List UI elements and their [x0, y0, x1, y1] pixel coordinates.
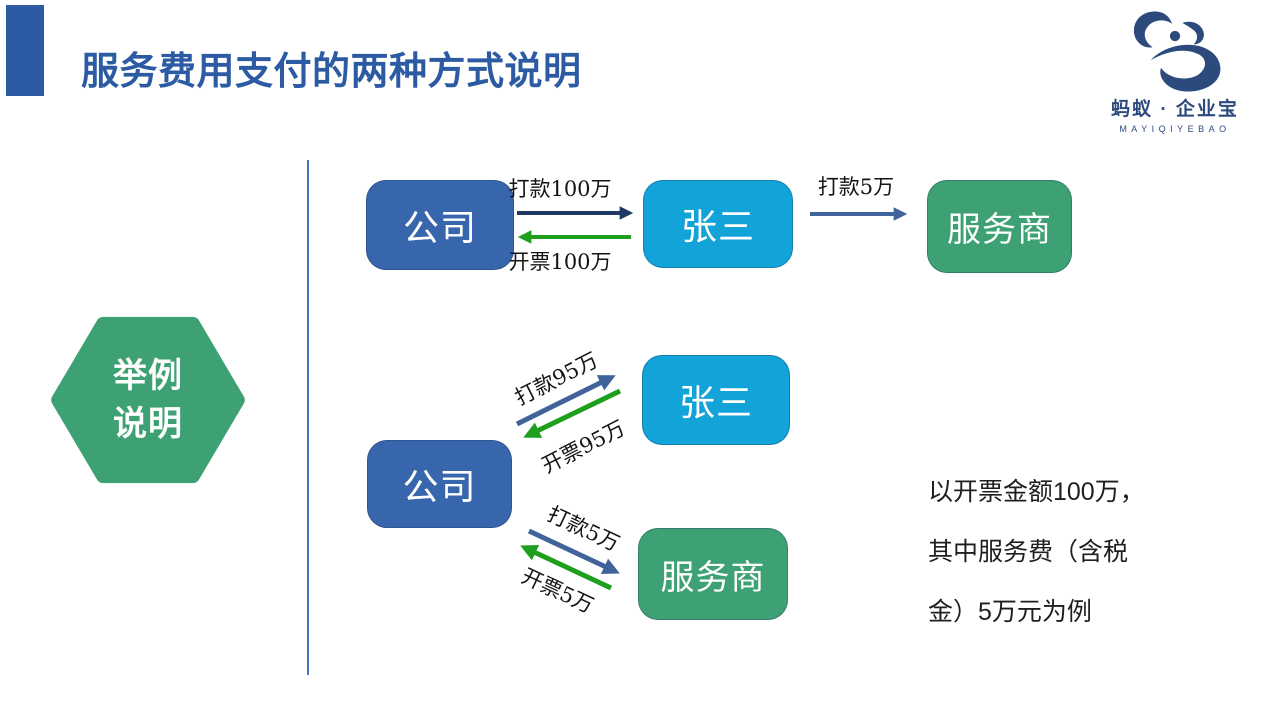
- hexagon-shape: [51, 316, 245, 484]
- brand-name: 蚂蚁 · 企业宝: [1111, 99, 1239, 120]
- brand-logo: 蚂蚁 · 企业宝 MAYIQIYEBAO: [1096, 8, 1254, 134]
- title-accent-bar: [6, 5, 44, 96]
- caption-invoice-95: 开票95万: [538, 415, 629, 478]
- caption-pay-95: 打款95万: [511, 347, 602, 410]
- caption-pay-5-bottom: 打款5万: [543, 501, 624, 556]
- example-badge: 举例 说明: [50, 312, 246, 488]
- caption-invoice-5: 开票5万: [517, 563, 598, 618]
- flow2-node-person: 张三: [642, 355, 790, 445]
- badge-line-1: 举例: [113, 357, 183, 395]
- flow1-node-company: 公司: [366, 180, 514, 270]
- example-note: 以开票金额100万， 其中服务费（含税 金）5万元为例: [928, 462, 1238, 642]
- caption-pay-5-top: 打款5万: [817, 175, 895, 199]
- vertical-divider: [307, 160, 309, 675]
- flow1-node-person: 张三: [643, 180, 793, 268]
- caption-pay-100: 打款100万: [508, 177, 612, 201]
- flow1-node-provider: 服务商: [927, 180, 1072, 273]
- note-line-1: 以开票金额100万，: [928, 478, 1145, 506]
- flow2-node-provider: 服务商: [638, 528, 788, 620]
- caption-invoice-100: 开票100万: [508, 250, 612, 274]
- ant-bird-logo-icon: [1133, 11, 1221, 92]
- note-line-3: 金）5万元为例: [928, 598, 1092, 626]
- example-badge-label: 举例 说明: [50, 312, 246, 488]
- page-title: 服务费用支付的两种方式说明: [81, 51, 582, 93]
- badge-line-2: 说明: [113, 405, 183, 443]
- brand-name-pinyin: MAYIQIYEBAO: [1119, 124, 1231, 134]
- note-line-2: 其中服务费（含税: [928, 538, 1129, 566]
- flow2-node-company: 公司: [367, 440, 512, 528]
